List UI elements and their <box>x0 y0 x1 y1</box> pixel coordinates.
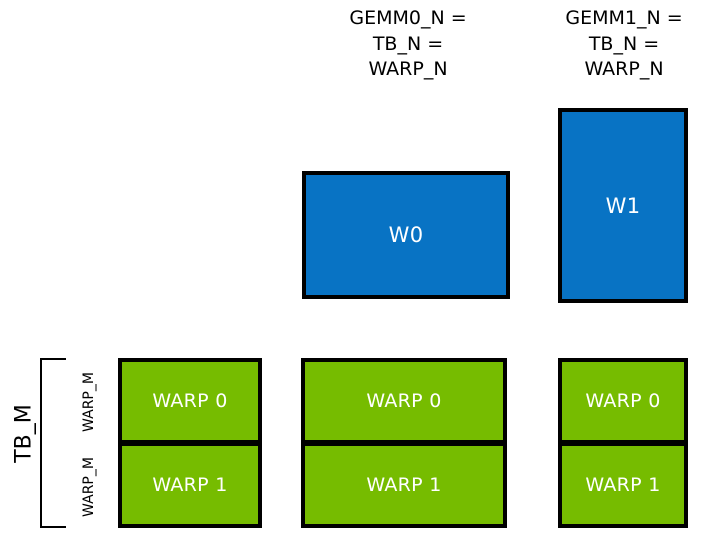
blue-tile-w1: W1 <box>558 108 688 303</box>
green-cell-warp-0: WARP 0 <box>558 358 688 444</box>
green-cell-warp-1: WARP 1 <box>301 442 507 528</box>
green-cell-warp-0: WARP 0 <box>118 358 262 444</box>
green-cell-warp-1-label: WARP 1 <box>585 474 661 496</box>
caption-gemm1: GEMM1_N = TB_N = WARP_N <box>565 7 683 80</box>
caption-gemm0: GEMM0_N = TB_N = WARP_N <box>349 7 467 80</box>
green-cell-warp-1-label: WARP 1 <box>152 474 228 496</box>
green-column-1: WARP 0 WARP 1 <box>301 358 507 528</box>
green-column-2: WARP 0 WARP 1 <box>558 358 688 528</box>
green-cell-warp-1: WARP 1 <box>558 442 688 528</box>
green-cell-warp-0: WARP 0 <box>301 358 507 444</box>
green-cell-warp-0-label: WARP 0 <box>585 390 661 412</box>
green-column-0: WARP 0 WARP 1 <box>118 358 262 528</box>
green-cell-warp-1-label: WARP 1 <box>366 474 442 496</box>
green-cell-warp-0-label: WARP 0 <box>366 390 442 412</box>
blue-tile-w1-label: W1 <box>605 193 641 218</box>
blue-tile-w0-label: W0 <box>388 223 424 247</box>
warp-m-label-bottom: WARP_M <box>81 457 97 517</box>
green-cell-warp-1: WARP 1 <box>118 442 262 528</box>
tb-m-label: TB_M <box>11 404 37 463</box>
tb-m-bracket <box>40 358 66 528</box>
blue-tile-w0: W0 <box>302 171 510 299</box>
green-cell-warp-0-label: WARP 0 <box>152 390 228 412</box>
warp-m-label-top: WARP_M <box>81 372 97 432</box>
